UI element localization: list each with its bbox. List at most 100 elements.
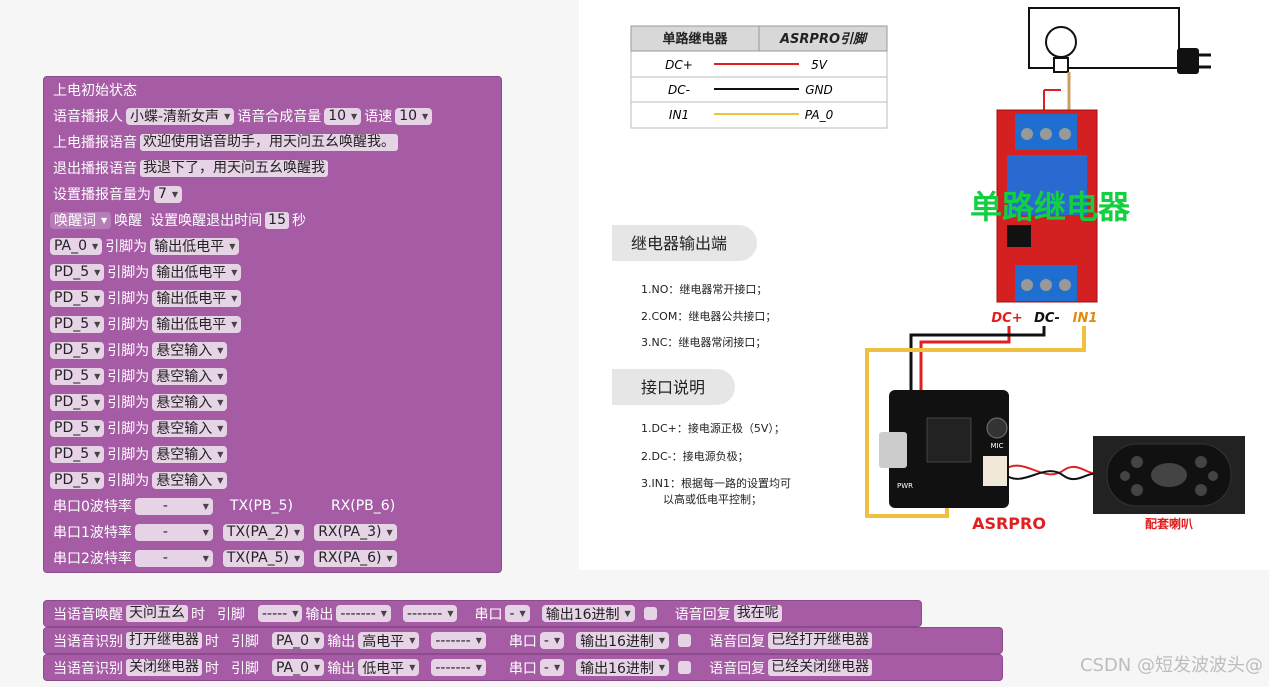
voice-command-block[interactable]: 当语音唤醒 天问五幺 时 引脚 -----▼ 输出 -------▼ -----… [43,600,922,627]
output-section: 继电器输出端 1.NO：继电器常开接口； 2.COM：继电器公共接口； 3.NC… [612,225,776,349]
output-label: 输出 [327,658,355,678]
pin-mode-dropdown[interactable]: 输出低电平▼ [150,238,239,255]
reply-text-input[interactable]: 已经打开继电器 [768,632,872,649]
chevron-down-icon: ▼ [386,528,392,537]
tts-speed-label: 语速 [364,106,392,126]
pin-mode-dropdown[interactable]: 悬空输入▼ [152,472,227,489]
chevron-down-icon: ▼ [554,636,560,645]
uart-baud-dropdown[interactable]: -▼ [135,498,213,515]
command-output-dropdown[interactable]: 低电平▼ [358,659,419,676]
tts-volume-value: 10 [328,108,346,124]
chevron-down-icon: ▼ [314,636,320,645]
chevron-down-icon: ▼ [292,609,298,618]
chevron-down-icon: ▼ [659,636,665,645]
pin-select-dropdown[interactable]: PD_5▼ [50,264,104,281]
uart-rx-dropdown[interactable]: RX(PA_3)▼ [314,524,396,541]
command-word-input[interactable]: 天问五幺 [126,605,188,622]
when-label: 时 [191,604,205,624]
interface-section-title: 接口说明 [641,378,705,397]
command-pin-dropdown[interactable]: PA_0▼ [272,632,324,649]
exit-text-input[interactable]: 我退下了，用天问五幺唤醒我 [140,160,328,177]
voice-command-block[interactable]: 当语音识别 关闭继电器 时 引脚 PA_0▼ 输出 低电平▼ -------▼ … [43,654,1003,681]
pin-config-row: PD_5▼ 引脚为 悬空输入▼ [47,441,230,467]
pin-mode-dropdown[interactable]: 输出低电平▼ [152,316,241,333]
wake-label: 唤醒 [114,210,142,230]
command-hex-dropdown[interactable]: 输出16进制▼ [542,605,635,622]
command-hex-dropdown[interactable]: 输出16进制▼ [576,659,669,676]
command-pin-dropdown[interactable]: PA_0▼ [272,659,324,676]
init-state-block[interactable]: 上电初始状态 语音播报人 小蝶-清新女声▼ 语音合成音量 10▼ 语速 10▼ … [43,76,502,573]
command-uart-dropdown[interactable]: -▼ [540,659,564,676]
command-pin-dropdown[interactable]: -----▼ [258,605,302,622]
output-item: 3.NC：继电器常闭接口； [641,336,766,349]
pin-select-dropdown[interactable]: PD_5▼ [50,290,104,307]
command-output2-dropdown[interactable]: -------▼ [431,632,486,649]
wake-row: 唤醒词▼ 唤醒 设置唤醒退出时间 15 秒 [47,207,306,233]
command-output2-dropdown[interactable]: -------▼ [403,605,458,622]
pin-select-dropdown[interactable]: PD_5▼ [50,342,104,359]
pin-mode-dropdown[interactable]: 输出低电平▼ [152,264,241,281]
pin-mode-dropdown[interactable]: 悬空输入▼ [152,420,227,437]
hex-checkbox[interactable] [644,607,657,620]
uart-tx-dropdown[interactable]: TX(PA_2)▼ [223,524,304,541]
pin-mode-dropdown-value: 悬空输入 [156,340,212,360]
tts-speed-dropdown[interactable]: 10▼ [395,108,432,125]
uart-baud-value: - [163,498,168,514]
wake-timeout-input[interactable]: 15 [265,212,289,229]
pin-select-dropdown[interactable]: PD_5▼ [50,394,104,411]
pin-mode-dropdown[interactable]: 悬空输入▼ [152,394,227,411]
chevron-down-icon: ▼ [231,268,237,277]
chevron-down-icon: ▼ [231,294,237,303]
chevron-down-icon: ▼ [409,663,415,672]
hex-checkbox[interactable] [678,661,691,674]
pin-select-dropdown[interactable]: PD_5▼ [50,472,104,489]
command-word-input[interactable]: 打开继电器 [126,632,202,649]
command-uart-dropdown[interactable]: -▼ [505,605,529,622]
pin-select-dropdown[interactable]: PD_5▼ [50,368,104,385]
pin-config-row: PD_5▼ 引脚为 悬空输入▼ [47,363,230,389]
chevron-down-icon: ▼ [94,268,100,277]
pin-select-dropdown[interactable]: PD_5▼ [50,420,104,437]
pin-select-dropdown[interactable]: PA_0▼ [50,238,102,255]
tts-volume-dropdown[interactable]: 10▼ [324,108,361,125]
uart-rx-dropdown[interactable]: RX(PA_6)▼ [314,550,396,567]
uart-baud-value: - [163,524,168,540]
pin-mode-dropdown[interactable]: 悬空输入▼ [152,368,227,385]
chevron-down-icon: ▼ [554,663,560,672]
wake-word-dropdown[interactable]: 唤醒词▼ [50,212,111,229]
chevron-down-icon: ▼ [476,663,482,672]
reply-text-input[interactable]: 我在呢 [734,605,782,622]
pin-label: 引脚为 [107,314,149,334]
command-uart-dropdown[interactable]: -▼ [540,632,564,649]
relay-module: 单路继电器 DC+ DC- IN1 [970,110,1131,326]
command-word-input[interactable]: 关闭继电器 [126,659,202,676]
pin-select-dropdown[interactable]: PD_5▼ [50,446,104,463]
command-output2-dropdown[interactable]: -------▼ [431,659,486,676]
pin-label: 引脚 [231,631,259,651]
wake-timeout-label: 设置唤醒退出时间 [150,210,262,230]
uart-baud-dropdown[interactable]: -▼ [135,550,213,567]
hex-checkbox[interactable] [678,634,691,647]
pin-select-dropdown[interactable]: PD_5▼ [50,316,104,333]
uart-tx-dropdown[interactable]: TX(PA_5)▼ [223,550,304,567]
pin-mode-dropdown[interactable]: 悬空输入▼ [152,446,227,463]
chevron-down-icon: ▼ [217,398,223,407]
voice-command-block[interactable]: 当语音识别 打开继电器 时 引脚 PA_0▼ 输出 高电平▼ -------▼ … [43,627,1003,654]
command-hex-dropdown[interactable]: 输出16进制▼ [576,632,669,649]
command-output-dropdown[interactable]: 高电平▼ [358,632,419,649]
uart-baud-dropdown[interactable]: -▼ [135,524,213,541]
interface-item: 2.DC-：接电源负极； [641,449,749,463]
pin-config-row: PD_5▼ 引脚为 输出低电平▼ [47,259,244,285]
pin-mode-dropdown[interactable]: 输出低电平▼ [152,290,241,307]
output-label: 输出 [305,604,333,624]
volume-dropdown[interactable]: 7▼ [154,186,182,203]
tts-speaker-dropdown[interactable]: 小蝶-清新女声▼ [126,108,234,125]
row-right: PA_0 [805,108,834,122]
reply-text-input[interactable]: 已经关闭继电器 [768,659,872,676]
command-output-dropdown[interactable]: -------▼ [336,605,391,622]
pin-mode-dropdown[interactable]: 悬空输入▼ [152,342,227,359]
power-on-text-input[interactable]: 欢迎使用语音助手，用天问五幺唤醒我。 [140,134,398,151]
pin-mapping-table: 单路继电器 ASRPRO引脚 DC+ 5V DC- GND IN1 PA_0 [631,26,887,128]
command-head-label: 当语音识别 [53,658,123,678]
tts-speaker-value: 小蝶-清新女声 [130,106,219,126]
